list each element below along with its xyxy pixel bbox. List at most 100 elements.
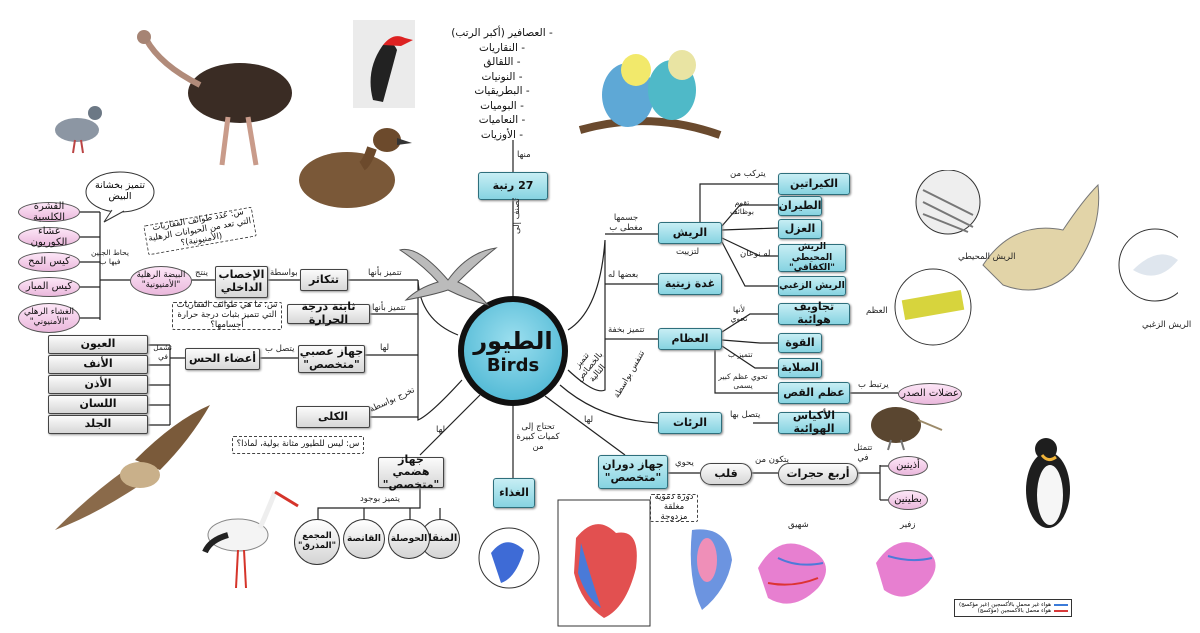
down-feather-box: الريش الزغبي: [778, 276, 846, 296]
atria-box: أذينين: [888, 456, 928, 476]
temperature-label: تتميز بأنها: [372, 303, 406, 313]
oil-gland-box: غدة زيتية: [658, 273, 722, 295]
bones-box: العظام: [658, 328, 722, 350]
legend-text: هواء غير محمل بالأكسجين (غير مؤكسج): [959, 602, 1051, 608]
orders-item: - البوميات: [480, 99, 524, 112]
consists-label: يتكون من: [755, 455, 789, 465]
bones-label: تتميز بخفة: [608, 325, 645, 335]
air-spaces-box: تجاويف هوائية: [778, 301, 850, 326]
orders-label: منها: [517, 150, 531, 160]
bone-caption: العظم: [866, 306, 888, 316]
lungs-exhale-illustration: [876, 542, 936, 597]
woodpecker-illustration: [353, 20, 415, 108]
inhale-caption: شهيق: [788, 520, 809, 530]
owl-feathers-illustration: [894, 170, 1178, 346]
produce-label: ينتج: [195, 268, 208, 278]
body-cover-label: جسمها مغطى ب: [609, 213, 643, 233]
amniotic-egg-box: البيضة الرهلية "الأمنيونية": [130, 266, 192, 296]
budgerigars-illustration: [578, 50, 722, 139]
heart-box: قلب: [700, 463, 752, 485]
keel-box: عظم القص: [778, 382, 850, 404]
digestive-box: جهاز هضمي "متخصص": [378, 453, 444, 491]
internal-fert-box: الإخصاب الداخلي: [215, 266, 268, 298]
bluejay-illustration: [690, 529, 732, 610]
temperature-question: س: ما هي طوائف الفقاريات التي تتميز بثبا…: [172, 300, 282, 330]
membrane-yolk: كيس المح: [18, 252, 80, 272]
kiwi-illustration: [871, 407, 943, 451]
gizzard-circle: القانصة: [343, 519, 385, 559]
air-label: لأنها تحوي: [730, 305, 748, 323]
insulation-box: العزل: [778, 219, 822, 239]
orders-item: - البطريقيات: [474, 85, 530, 97]
cloaca-circle: المجمع "المذرق": [294, 519, 340, 565]
organ-nose: الأنف: [48, 355, 148, 374]
strength-box: القوة: [778, 333, 822, 353]
contour-feather-caption: الريش المحيطي: [958, 252, 1016, 262]
sacs-label: يتصل بها: [730, 410, 761, 420]
lungs-inhale-illustration: [758, 543, 826, 604]
membranes-label: يحاط الجنين فيها ب: [91, 248, 129, 266]
flight-box: الطيران: [778, 196, 822, 216]
nervous-link-label: يتصل ب: [265, 344, 295, 354]
organ-skin: الجلد: [48, 415, 148, 434]
legend-item-oxygenated: هواء محمل بالأكسجين (مؤكسج): [958, 608, 1068, 614]
types-label: له نوعان: [740, 249, 771, 259]
shell-note-bubble: [85, 171, 155, 223]
nervous-label: لها: [380, 343, 390, 353]
digestive-label: لها: [436, 425, 446, 435]
organs-label: تشمل في: [153, 343, 172, 361]
lungs-box: الرئات: [658, 412, 722, 434]
stork-illustration: [202, 490, 299, 589]
orders-item: - العصافير (أكبر الرتب): [451, 27, 553, 39]
bladder-question: س: ليس للطيور مثانة بولية، لماذا؟: [232, 436, 364, 454]
down-feather-caption: الريش الزغبي: [1142, 320, 1192, 330]
orders-item: - النعاميات: [478, 114, 526, 126]
via-label: بواسطة: [270, 268, 298, 278]
orders-list: - العصافير (أكبر الرتب) - النقاريات - ال…: [438, 26, 566, 142]
chest-muscles-box: عضلات الصدر: [898, 383, 962, 405]
organ-eyes: العيون: [48, 335, 148, 354]
composed-label: يتركب من: [730, 169, 766, 179]
chambers-include-label: تتمثل في: [853, 443, 873, 463]
legend-text: هواء محمل بالأكسجين (مؤكسج): [977, 608, 1051, 614]
center-node: الطيور Birds: [458, 296, 568, 406]
eagle-sketch: [398, 247, 498, 306]
heart-contains-label: يحوي: [675, 458, 694, 468]
closed-loop-note: دورة دموية مغلقة مزدوجة: [650, 492, 698, 522]
membrane-allantois: كيس المبار: [18, 277, 80, 297]
oil-label: بعضها له: [608, 270, 639, 280]
reproduction-label: تتميز بأنها: [368, 268, 402, 278]
digestive-parts-label: يتميز بوجود: [360, 494, 400, 504]
preen-label: لتزييت: [676, 247, 700, 257]
duck-illustration: [299, 128, 412, 208]
exhale-caption: زفير: [900, 520, 916, 530]
organ-tongue: اللسان: [48, 395, 148, 414]
crop-circle: الحوصلة: [388, 519, 430, 559]
hawk-illustration: [55, 405, 210, 530]
membrane-amnion: الغشاء الرهلي "الأمنيوني": [18, 303, 80, 333]
orders-item: - الأوزيات: [480, 128, 524, 141]
heart-illustration: [478, 499, 651, 627]
circulatory-box: جهاز دوران "متخصص": [598, 455, 668, 489]
air-legend: هواء غير محمل بالأكسجين (غير مؤكسج) هواء…: [954, 599, 1072, 617]
ostrich-illustration: [137, 30, 292, 166]
legend-item-deoxygenated: هواء غير محمل بالأكسجين (غير مؤكسج): [958, 602, 1068, 608]
functions-label: تقوم بوظائف: [729, 198, 755, 216]
kidneys-box: الكلى: [296, 406, 370, 428]
shell-note: تتميز بخشانة البيض: [94, 180, 145, 202]
temperature-box: ثابتة درجة الحرارة: [287, 301, 370, 326]
rigidity-box: الصلابة: [778, 358, 822, 378]
membrane-shell: القشرة الكلسية: [18, 201, 80, 223]
orders-item: - النقاريات: [479, 41, 525, 54]
keel-label: تحوي عظم كبير يسمى: [718, 372, 768, 390]
strength-label: تتميز ب: [728, 350, 753, 359]
nervous-box: جهاز عصبي "متخصص": [298, 345, 365, 373]
classify-label: تُصنف إلى: [512, 198, 522, 234]
center-title-ar: الطيور: [473, 326, 553, 355]
chambers-box: أربع حجرات: [778, 463, 858, 485]
circulatory-label: لها: [584, 415, 594, 425]
sense-organs-box: أعضاء الحس: [185, 348, 260, 370]
food-box: الغذاء: [493, 478, 535, 508]
